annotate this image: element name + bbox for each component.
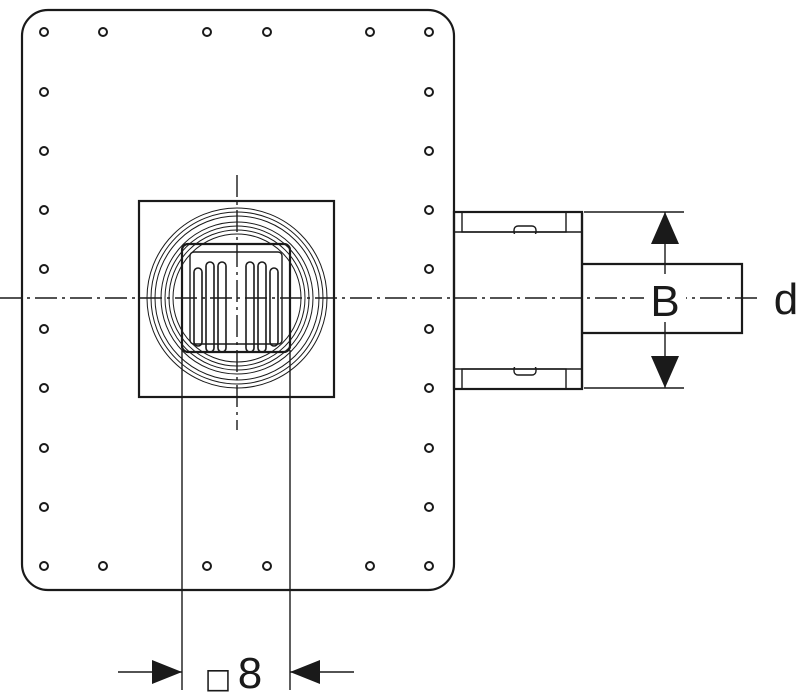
fixing-hole [424, 264, 434, 274]
grate-slot [217, 261, 227, 353]
fixing-hole [262, 561, 272, 571]
dimension-grate-label: 8 [238, 649, 262, 698]
fixing-hole [39, 205, 49, 215]
fixing-hole [424, 205, 434, 215]
fixing-hole [262, 27, 272, 37]
fixing-hole [98, 27, 108, 37]
outlet-connection [452, 210, 744, 391]
fixing-hole [202, 561, 212, 571]
fixing-hole [39, 264, 49, 274]
fixing-hole [365, 27, 375, 37]
fixing-hole [424, 87, 434, 97]
grate-slots [193, 261, 279, 353]
grate-slot [269, 267, 279, 347]
fixing-hole [39, 27, 49, 37]
grate-slot [205, 261, 215, 353]
grate-slot [257, 261, 267, 353]
dimension-b [584, 211, 686, 389]
grate-slot [193, 267, 203, 347]
fixing-hole [424, 324, 434, 334]
fixing-hole [202, 27, 212, 37]
fixing-hole [424, 146, 434, 156]
sealing-mat-outline [20, 8, 456, 592]
dimension-grate-symbol: □ [205, 662, 231, 695]
fixing-hole [39, 383, 49, 393]
grate-slot [245, 261, 255, 353]
fixing-hole [39, 324, 49, 334]
fixing-hole [39, 443, 49, 453]
fixing-hole [424, 443, 434, 453]
fixing-hole [39, 561, 49, 571]
fixing-hole [39, 146, 49, 156]
fixing-hole [424, 27, 434, 37]
fixing-hole [365, 561, 375, 571]
fixing-hole [39, 502, 49, 512]
fixing-hole [424, 383, 434, 393]
fixing-hole [424, 502, 434, 512]
dimension-grate [118, 350, 354, 690]
dimension-d-label: d [774, 275, 798, 324]
dimension-b-label: B [650, 277, 679, 326]
fixing-hole [39, 87, 49, 97]
fixing-holes [39, 27, 434, 571]
fixing-hole [424, 561, 434, 571]
fixing-hole [98, 561, 108, 571]
